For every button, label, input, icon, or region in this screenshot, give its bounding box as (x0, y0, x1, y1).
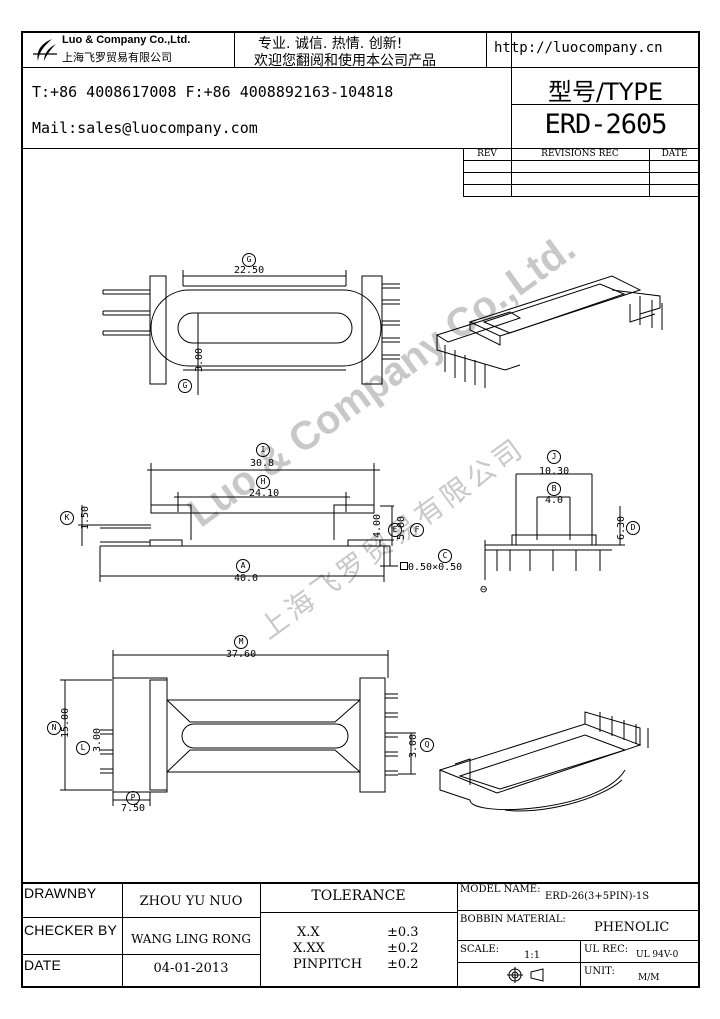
dim-g2-value: 3.00 (194, 347, 205, 372)
bobbin-label: BOBBIN MATERIAL: (460, 914, 566, 925)
slogan-line2: 欢迎您翻阅和使用本公司产品 (254, 53, 436, 69)
bottom-view (60, 650, 416, 806)
drawnby-label: DRAWNBY (24, 885, 97, 901)
tol-xxx-value: ±0.2 (387, 941, 419, 956)
drawnby-value: ZHOU YU NUO (139, 894, 243, 909)
type-value: ERD-2605 (544, 109, 667, 140)
dim-g-value: 22.50 (234, 265, 265, 276)
balloon-b: B (547, 481, 561, 496)
email-address[interactable]: Mail:sales@luocompany.com (32, 119, 258, 137)
balloon-n: N (47, 720, 61, 735)
balloon-j: J (547, 449, 561, 464)
dim-q-value: 3.00 (408, 733, 419, 758)
dim-e-value: 4.00 (372, 513, 383, 538)
unit-label: UNIT: (584, 966, 615, 977)
ul-label: UL REC: (584, 944, 629, 955)
balloon-k: K (60, 510, 74, 525)
balloon-l: L (76, 740, 90, 755)
balloon-theta: ⊖ (480, 582, 488, 596)
projection-symbol-icon (505, 966, 547, 988)
technical-drawing (60, 270, 663, 812)
rev-header: REV (477, 149, 497, 159)
balloon-p: P (126, 790, 140, 805)
balloon-f: F (410, 522, 424, 537)
balloon-g: G (234, 252, 264, 267)
model-value: ERD-26(3+5PIN)-1S (545, 891, 650, 902)
balloon-e: E (388, 522, 402, 537)
isometric-view-top (435, 275, 663, 388)
dim-l-value: 3.00 (92, 727, 103, 752)
checker-label: CHECKER BY (24, 922, 118, 938)
tol-pin-value: ±0.2 (387, 957, 419, 972)
dim-p-value: 7.50 (121, 803, 146, 814)
dim-a-value: 40.0 (234, 573, 259, 584)
scale-value: 1:1 (524, 950, 541, 961)
date-label: DATE (24, 957, 62, 973)
company-logo (30, 36, 60, 64)
date-header: DATE (661, 149, 688, 159)
ul-value: UL 94V-0 (636, 950, 679, 960)
type-label: 型号/TYPE (547, 78, 664, 106)
balloon-c: C (438, 548, 452, 563)
front-view (78, 463, 398, 582)
revisions-table: REV REVISIONS REC DATE (463, 148, 700, 197)
revisions-rec-header: REVISIONS REC (541, 149, 619, 159)
side-view (484, 473, 625, 580)
drawing-frame (21, 31, 700, 988)
balloon-i: I (256, 442, 270, 457)
dim-i-value: 30.8 (250, 458, 275, 469)
company-name-en: Luo & Company Co.,Ltd. (62, 34, 191, 46)
dim-h-value: 24.10 (249, 488, 280, 499)
dim-n-value: 15.00 (60, 707, 71, 738)
dim-k-value: 1.50 (80, 505, 91, 530)
isometric-view-bottom (438, 711, 649, 812)
tol-xx-value: ±0.3 (387, 925, 419, 940)
model-label: MODEL NAME: (460, 884, 541, 895)
dim-m-value: 37.60 (226, 649, 257, 660)
date-value: 04-01-2013 (153, 961, 229, 976)
balloon-a: A (236, 558, 250, 573)
dim-c-value: 0.50×0.50 (400, 562, 462, 573)
company-name-cn: 上海飞罗贸易有限公司 (62, 51, 172, 64)
tol-xxx-label: X.XX (293, 941, 325, 956)
logo-icon (33, 39, 57, 61)
balloon-d: D (626, 520, 640, 535)
tol-pin-label: PINPITCH (293, 957, 363, 972)
website-url[interactable]: http://luocompany.cn (494, 40, 663, 56)
top-view (102, 270, 400, 395)
balloon-m: M (234, 634, 248, 649)
slogan-line1: 专业. 诚信. 热情. 创新! (258, 36, 403, 52)
balloon-g2: G (178, 378, 192, 393)
dim-j-value: 10.30 (539, 466, 570, 477)
tolerance-label: TOLERANCE (311, 888, 406, 904)
balloon-h: H (256, 474, 270, 489)
unit-value: M/M (638, 973, 660, 983)
phone-fax: T:+86 4008617008 F:+86 4008892163-104818 (32, 83, 394, 101)
checker-value: WANG LING RONG (131, 932, 251, 946)
bobbin-value: PHENOLIC (594, 920, 670, 935)
dim-b-value: 4.0 (545, 495, 564, 506)
tol-xx-label: X.X (297, 925, 320, 940)
balloon-q: Q (420, 737, 434, 752)
scale-label: SCALE: (460, 944, 500, 955)
